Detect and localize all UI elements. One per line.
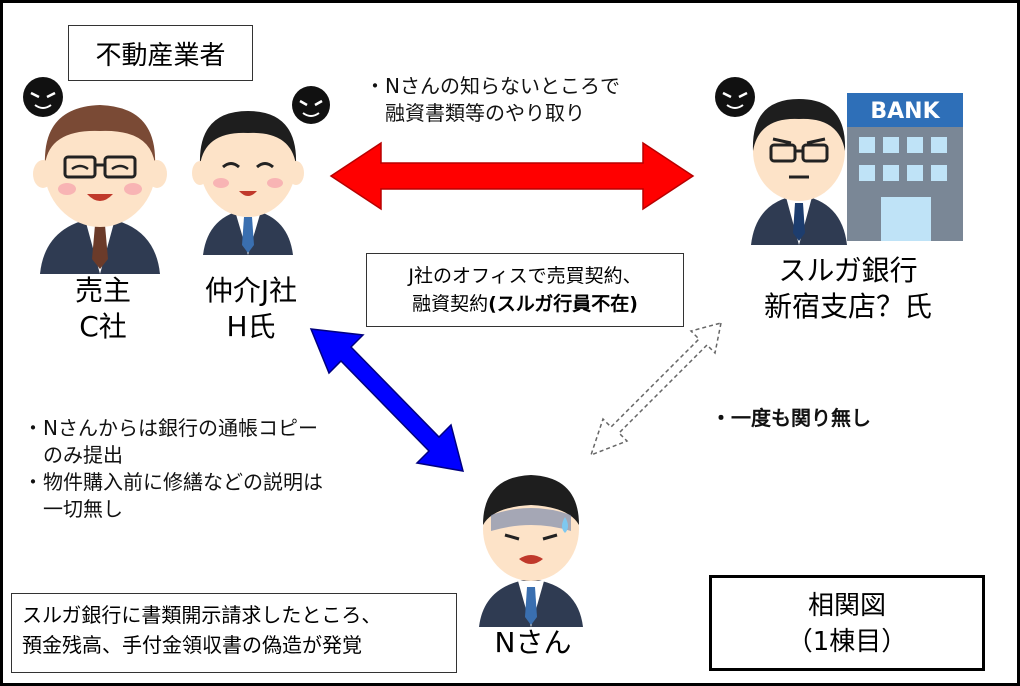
seller-label: 売主 C社 xyxy=(74,274,131,343)
dashed-arrow-icon xyxy=(589,321,722,457)
evil-face-icon xyxy=(715,77,755,117)
bank-label: スルガ銀行 新宿支店？氏 xyxy=(763,254,932,323)
double-arrow-icon xyxy=(309,328,465,472)
buyer-label: Nさん xyxy=(494,626,572,659)
bank-person-icon: BANK xyxy=(715,77,963,245)
left-arrow-note: ・Nさんからは銀行の通帳コピー のみ提出 ・物件購入前に修繕などの説明は 一切無… xyxy=(23,416,323,521)
seller-person-icon xyxy=(23,77,167,274)
correlation-title-box: 相関図 （1棟目） xyxy=(709,575,985,671)
buyer-person-icon xyxy=(479,475,583,627)
double-arrow-icon xyxy=(329,141,695,211)
discovery-box: スルガ銀行に書類開示請求したところ、 預金残高、手付金領収書の偽造が発覚 xyxy=(11,593,457,673)
top-arrow-note: ・Nさんの知らないところで 融資書類等のやり取り xyxy=(365,74,620,125)
evil-face-icon xyxy=(292,86,330,124)
realtor-group-label: 不動産業者 xyxy=(68,25,253,81)
broker-label: 仲介J社 H氏 xyxy=(204,274,298,343)
bank-sign: BANK xyxy=(870,99,940,124)
evil-face-icon xyxy=(23,77,63,117)
right-arrow-note: ・一度も関り無し xyxy=(711,406,871,430)
contract-box: J社のオフィスで売買契約、 融資契約(スルガ行員不在) xyxy=(366,253,684,327)
bank-building-icon: BANK xyxy=(847,93,963,241)
broker-person-icon xyxy=(192,86,330,255)
